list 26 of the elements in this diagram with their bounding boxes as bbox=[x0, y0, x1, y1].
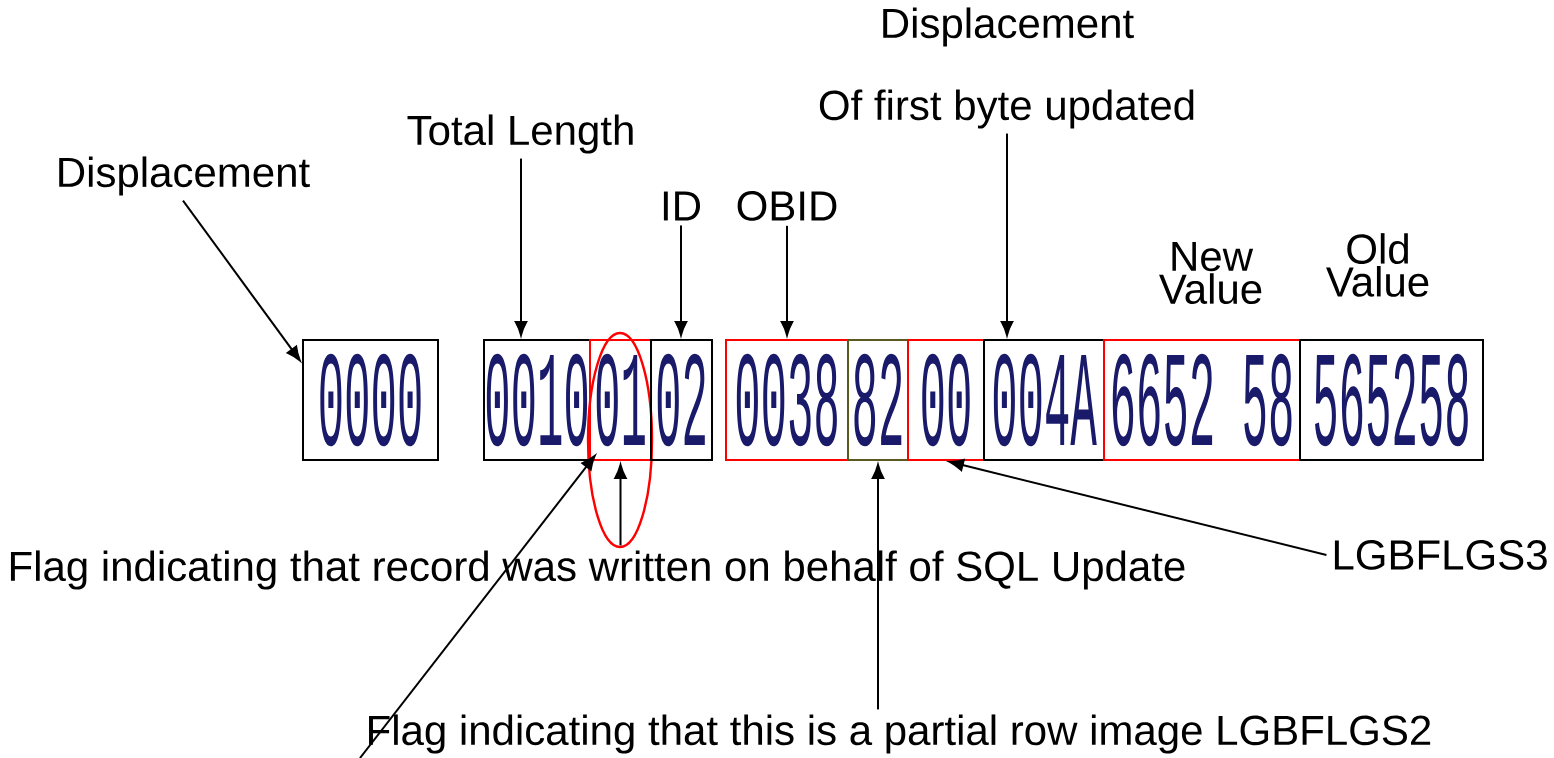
annotation-text: Displacement Of first byte updated bbox=[819, 7, 1194, 129]
annotation-text: OBID bbox=[737, 191, 837, 221]
annotation-text: Total Length bbox=[407, 114, 633, 154]
hex-field-box: 01 bbox=[589, 339, 652, 461]
arrow bbox=[514, 157, 528, 336]
annotation-text: Displacement bbox=[59, 156, 310, 196]
arrow bbox=[359, 455, 596, 758]
hex-field-box: 565258 bbox=[1299, 339, 1484, 461]
hex-field-box: 004A bbox=[983, 339, 1105, 461]
arrow bbox=[674, 224, 688, 336]
hex-field-box: 0000 bbox=[302, 339, 439, 461]
annotation-text: LGBFLGS3 bbox=[1334, 540, 1547, 570]
annotation-text: ID bbox=[663, 191, 700, 221]
field-label: Old Value bbox=[1326, 233, 1429, 297]
hex-field-box: 6652 58 bbox=[1103, 339, 1301, 461]
arrow bbox=[1000, 132, 1014, 336]
hex-field-box: 0010 bbox=[483, 339, 591, 461]
arrow bbox=[948, 459, 1328, 556]
hex-field-box: 00 bbox=[907, 339, 985, 461]
field-label: New Value bbox=[1159, 241, 1262, 305]
arrow bbox=[780, 224, 794, 336]
arrow bbox=[871, 463, 885, 711]
hex-field-box: 82 bbox=[847, 339, 909, 461]
arrow bbox=[182, 199, 301, 362]
hex-field-box: 02 bbox=[650, 339, 713, 461]
hex-field-box: 0038 bbox=[725, 339, 849, 461]
